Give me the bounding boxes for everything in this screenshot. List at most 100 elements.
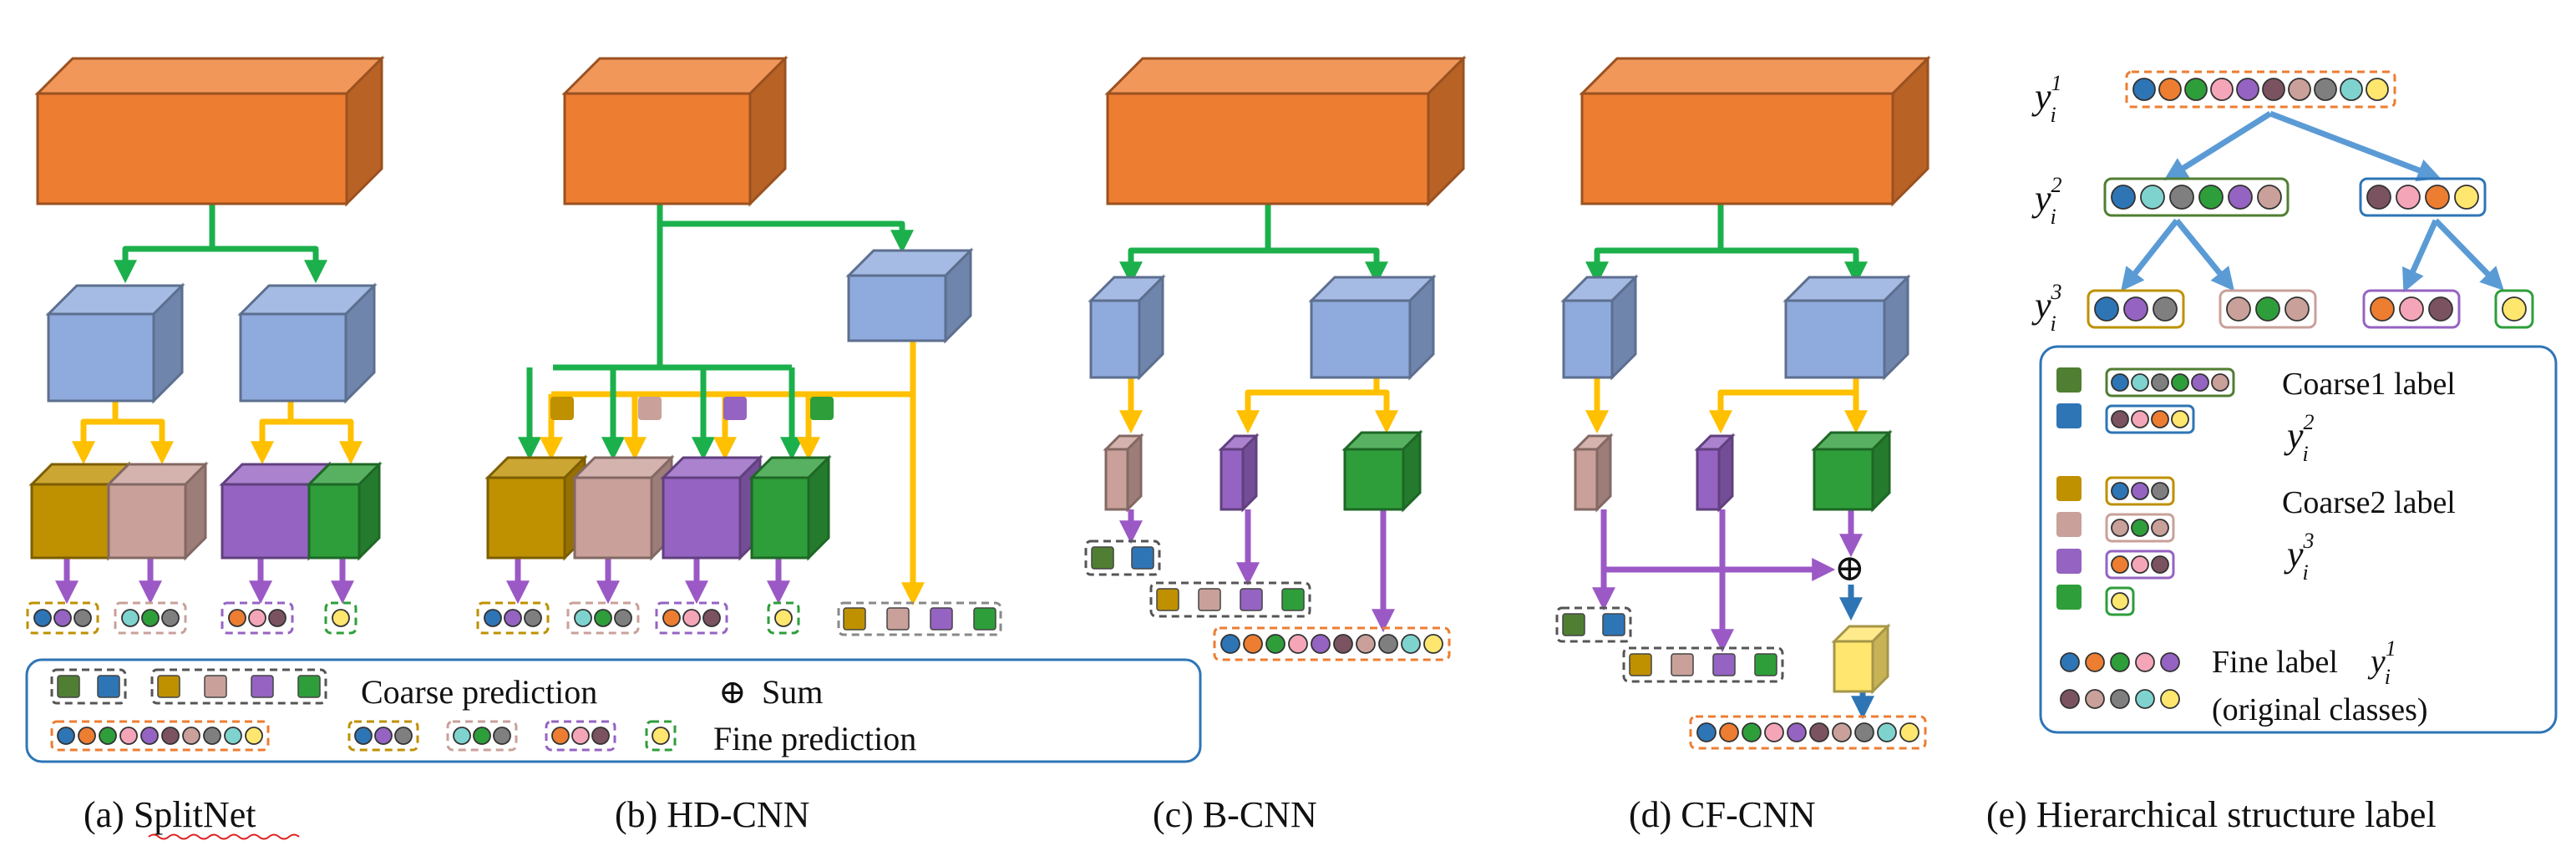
class-square xyxy=(843,607,866,631)
cube-front-face xyxy=(107,483,187,560)
class-dot xyxy=(224,727,242,745)
class-dot xyxy=(182,727,200,745)
class-dot xyxy=(2396,185,2421,210)
class-dot xyxy=(2151,482,2169,500)
class-dot xyxy=(682,609,701,627)
class-group xyxy=(2219,289,2317,329)
legend-coarse-square xyxy=(2056,585,2082,610)
group-outline xyxy=(347,720,419,752)
tree-arrow xyxy=(2163,111,2272,180)
class-square xyxy=(57,675,80,698)
class-square xyxy=(1629,653,1652,676)
hdcnn-coarse-weight xyxy=(723,397,747,420)
class-square xyxy=(930,607,953,631)
class-square xyxy=(251,675,274,698)
class-dot xyxy=(2111,373,2129,392)
class-dot xyxy=(2236,78,2259,101)
class-dot xyxy=(1333,634,1353,654)
group-outline xyxy=(837,601,1002,636)
class-group xyxy=(2359,177,2487,217)
class-dot xyxy=(484,609,502,627)
class-dot xyxy=(1423,634,1443,654)
class-dot xyxy=(1787,722,1807,742)
class-group xyxy=(2105,476,2175,506)
legend-coarse-square xyxy=(2056,476,2082,501)
class-group xyxy=(324,601,357,635)
cube-front-face xyxy=(307,483,361,560)
tree-arrow xyxy=(2402,219,2439,293)
cube-front-face xyxy=(1343,448,1405,511)
class-dot xyxy=(473,727,491,745)
fine-label-dot xyxy=(2060,652,2080,672)
group-outline xyxy=(545,720,616,752)
group-outline xyxy=(2105,586,2135,616)
class-dot xyxy=(121,609,139,627)
hdcnn-coarse-classifier xyxy=(845,247,974,344)
class-group xyxy=(1622,646,1784,683)
class-dot xyxy=(702,609,721,627)
class-group xyxy=(545,720,616,752)
group-outline xyxy=(2105,404,2195,434)
cube-front-face xyxy=(1833,640,1874,693)
class-dot xyxy=(2454,185,2479,210)
class-dot xyxy=(354,727,373,745)
cf-sum-node: ⊕ xyxy=(1834,548,1865,589)
class-dot xyxy=(2262,78,2285,101)
class-dot xyxy=(268,609,287,627)
class-dot xyxy=(2111,555,2129,574)
cfcnn-arrow xyxy=(1585,204,1724,286)
class-dot xyxy=(2191,373,2209,392)
class-dot xyxy=(1265,634,1285,654)
cube-front-face xyxy=(847,274,947,342)
cfcnn-backbone xyxy=(1579,55,1931,207)
class-dot xyxy=(248,609,266,627)
cube-front-face xyxy=(1813,448,1874,511)
bcnn-backbone xyxy=(1104,55,1467,207)
bcnn-coarse1-head xyxy=(1103,433,1144,513)
fine-label-dot xyxy=(2060,689,2080,709)
spellcheck-underline xyxy=(148,833,300,840)
class-group xyxy=(221,601,294,635)
hdcnn-arrow xyxy=(657,204,914,254)
fine-label-dot xyxy=(2135,689,2155,709)
class-dot xyxy=(1742,722,1762,742)
fine-label-dot xyxy=(2085,652,2105,672)
class-dot xyxy=(53,609,72,627)
class-dot xyxy=(2399,296,2424,322)
group-outline xyxy=(2103,177,2289,217)
hdcnn-expert-purple xyxy=(660,454,763,561)
cube-front-face xyxy=(47,312,155,403)
class-dot xyxy=(1877,722,1897,742)
cube-front-face xyxy=(36,92,348,205)
label-groups-layer xyxy=(26,70,2534,752)
cube-front-face xyxy=(486,476,566,560)
group-outline xyxy=(2105,550,2175,580)
group-outline xyxy=(2087,289,2185,329)
class-dot xyxy=(1832,722,1852,742)
class-dot xyxy=(574,609,592,627)
caption-splitnet: (a) SplitNet xyxy=(84,794,256,835)
cube-front-face xyxy=(1696,448,1721,511)
cube-side-face xyxy=(1241,433,1258,513)
class-dot xyxy=(2314,78,2337,101)
class-dot xyxy=(1719,722,1739,742)
class-dot xyxy=(774,609,793,627)
class-dot xyxy=(594,609,612,627)
class-group xyxy=(1084,539,1161,576)
class-group xyxy=(566,601,640,635)
bcnn-arrow xyxy=(1119,204,1271,286)
class-square xyxy=(1602,613,1625,636)
fine-label-dot xyxy=(2160,652,2180,672)
hdcnn-coarse-weight xyxy=(638,397,662,420)
fine-label-dot xyxy=(2110,689,2130,709)
original-classes-label: (original classes) xyxy=(2212,692,2428,727)
bcnn-block-1 xyxy=(1088,274,1166,381)
class-group xyxy=(1149,581,1311,618)
splitnet-arrow xyxy=(115,418,174,465)
class-dot xyxy=(1809,722,1829,742)
class-dot xyxy=(2140,185,2165,210)
prediction-legend-box xyxy=(25,658,1202,763)
class-dot xyxy=(245,727,263,745)
